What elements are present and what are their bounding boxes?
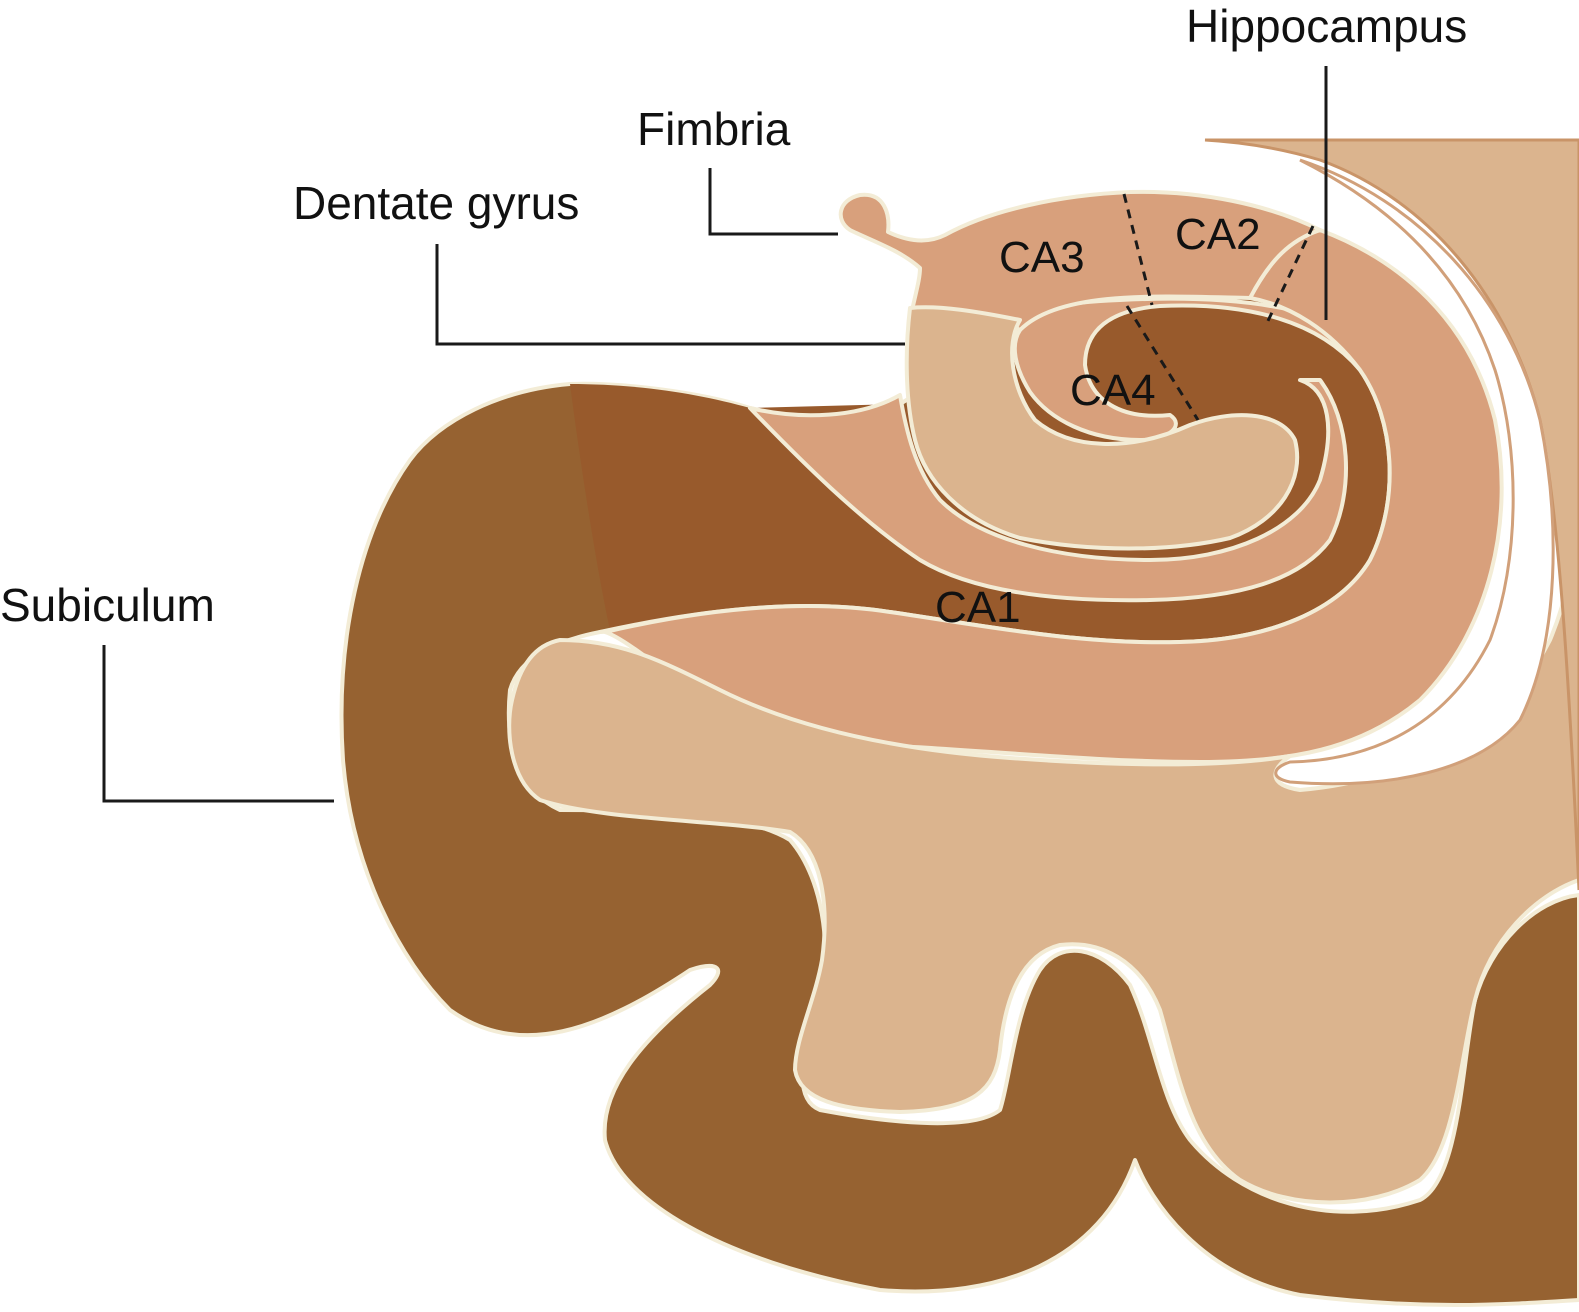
dentate-gyrus-label: Dentate gyrus (293, 177, 579, 229)
fimbria-leader-line (708, 168, 838, 236)
ca3-ca2-divider (1122, 193, 1154, 306)
ca-inner-wedge (748, 378, 1349, 603)
subiculum-label: Subiculum (0, 579, 215, 631)
ca1-label: CA1 (935, 583, 1021, 632)
ca3-label: CA3 (999, 233, 1085, 282)
ca3-ca2-cap (838, 189, 1322, 332)
fimbria-label: Fimbria (637, 103, 791, 155)
ca4-label: CA4 (1070, 366, 1156, 415)
ca2-label: CA2 (1175, 210, 1261, 259)
ca-outer-band (603, 228, 1504, 764)
ca4-divider (1125, 305, 1200, 421)
dentate-gyrus-leader-line (435, 244, 905, 346)
subiculum-leader-line (102, 645, 334, 803)
hippocampus-label: Hippocampus (1186, 0, 1467, 52)
ventricle (1274, 158, 1555, 786)
white-matter-region (507, 478, 1579, 1205)
dentate-gyrus-region (904, 305, 1300, 551)
ca2-ca1-divider (1264, 225, 1315, 326)
